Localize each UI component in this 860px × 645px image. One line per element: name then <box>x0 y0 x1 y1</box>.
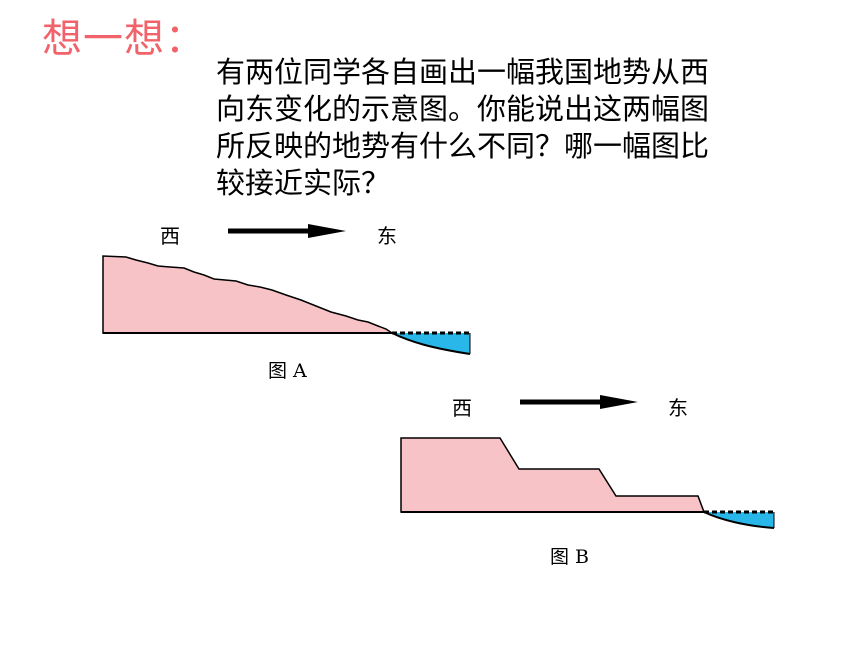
figure-b-terrain-profile <box>400 437 775 529</box>
figure-b-land <box>400 437 706 513</box>
question-line: 向东变化的示意图。你能说出这两幅图 <box>216 92 710 126</box>
figure-b-caption: 图 B <box>550 546 590 568</box>
figure-b-east-label: 东 <box>668 396 688 420</box>
figure-b-seabed <box>703 511 775 529</box>
question-line: 有两位同学各自画出一幅我国地势从西 <box>216 55 710 89</box>
figure-a-west-label: 西 <box>160 224 180 248</box>
question-line: 较接近实际？ <box>216 166 391 200</box>
figure-a-direction-arrow <box>228 224 346 238</box>
page-title: 想一想： <box>42 16 206 62</box>
question-text: 有两位同学各自画出一幅我国地势从西 向东变化的示意图。你能说出这两幅图 所反映的… <box>216 54 776 202</box>
figure-b-west-label: 西 <box>452 396 472 420</box>
figure-a-seabed <box>391 332 471 355</box>
figure-a-land <box>102 255 395 334</box>
figure-a-terrain-profile <box>102 255 471 355</box>
figure-a-caption: 图 A <box>268 360 307 382</box>
figure-b-direction-arrow <box>520 395 638 409</box>
figure-a-water <box>392 333 470 354</box>
figure-b-water <box>704 512 774 528</box>
question-line: 所反映的地势有什么不同？哪一幅图比 <box>216 129 710 163</box>
figure-a-east-label: 东 <box>377 224 397 248</box>
